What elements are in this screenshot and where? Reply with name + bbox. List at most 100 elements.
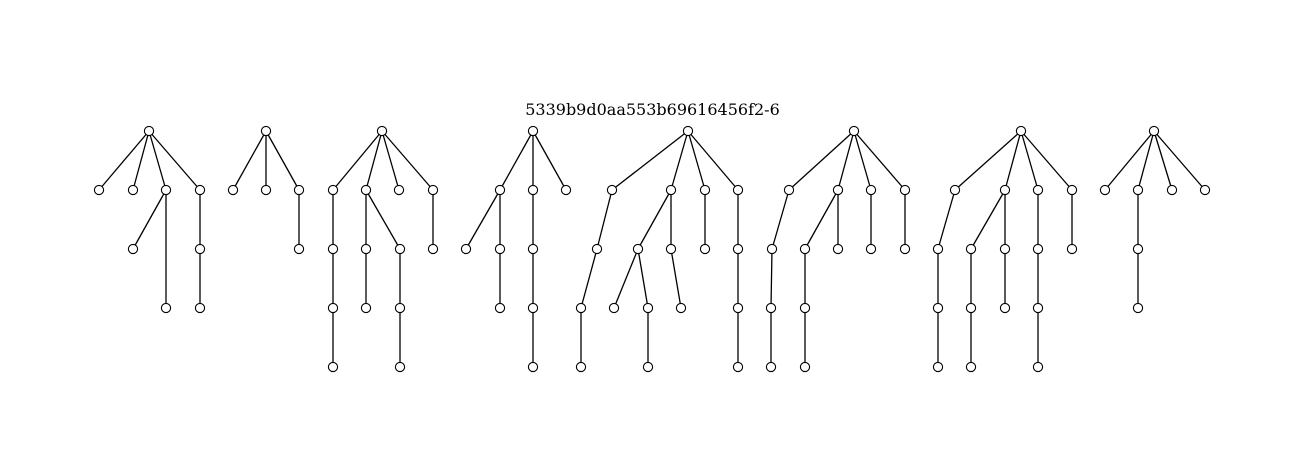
tree-3-node-d1 bbox=[427, 243, 439, 255]
tree-5-node-c bbox=[699, 184, 711, 196]
tree-3-node-a3 bbox=[327, 361, 339, 373]
tree-5-node-a3 bbox=[575, 361, 587, 373]
nodes-layer bbox=[93, 125, 1211, 373]
tree-5-node-a bbox=[606, 184, 618, 196]
tree-2-edge-r-c bbox=[265, 130, 300, 191]
tree-2-node-b bbox=[260, 184, 272, 196]
tree-8-edge-r-c bbox=[1153, 130, 1173, 191]
tree-8-node-c bbox=[1166, 184, 1178, 196]
tree-3-node-b4 bbox=[394, 302, 406, 314]
tree-6-node-b2 bbox=[799, 302, 811, 314]
tree-7-node-b5 bbox=[999, 302, 1011, 314]
tree-6-node-a3 bbox=[765, 361, 777, 373]
tree-7-edge-r-b bbox=[1004, 130, 1022, 191]
tree-8-edge-r-b bbox=[1137, 130, 1155, 191]
tree-3-edge-r-d bbox=[381, 130, 434, 191]
tree-5-node-b5 bbox=[665, 243, 677, 255]
tree-3-root-node bbox=[376, 125, 388, 137]
tree-5-edge-r-a bbox=[611, 130, 689, 191]
tree-7-node-c bbox=[1032, 184, 1044, 196]
tree-5-node-b3 bbox=[642, 302, 654, 314]
tree-6-node-d1 bbox=[899, 243, 911, 255]
tree-3-edge-r-c bbox=[381, 130, 400, 191]
tree-3-node-b bbox=[360, 184, 372, 196]
tree-1-root-node bbox=[143, 125, 155, 137]
tree-6-edge-r-c bbox=[853, 130, 872, 191]
tree-6-node-c1 bbox=[865, 243, 877, 255]
edges-layer bbox=[98, 130, 1206, 367]
tree-7-edge-r-c bbox=[1020, 130, 1039, 191]
tree-4-node-b3 bbox=[527, 361, 539, 373]
tree-3-edge-r-a bbox=[332, 130, 383, 191]
tree-7-node-b4 bbox=[999, 243, 1011, 255]
tree-4-edge-r-a bbox=[499, 130, 534, 191]
tree-5-node-b1 bbox=[632, 243, 644, 255]
tree-6-node-a1 bbox=[766, 243, 778, 255]
tree-2-node-a bbox=[227, 184, 239, 196]
tree-8-edge-r-a bbox=[1104, 130, 1155, 191]
tree-4-node-a bbox=[494, 184, 506, 196]
tree-4-node-a2 bbox=[494, 243, 506, 255]
tree-7-node-a bbox=[949, 184, 961, 196]
tree-4-node-b bbox=[527, 184, 539, 196]
tree-5-edge-r-c bbox=[687, 130, 706, 191]
tree-3-node-b2 bbox=[360, 302, 372, 314]
tree-1-node-d1 bbox=[194, 243, 206, 255]
tree-5-node-b bbox=[665, 184, 677, 196]
tree-3-node-b3 bbox=[394, 243, 406, 255]
tree-4-node-a3 bbox=[494, 302, 506, 314]
tree-8-edge-r-d bbox=[1153, 130, 1206, 191]
tree-8-node-b2 bbox=[1132, 302, 1144, 314]
tree-5-node-a2 bbox=[575, 302, 587, 314]
tree-6-edge-b-b1 bbox=[804, 189, 839, 250]
tree-6-node-b4 bbox=[832, 243, 844, 255]
tree-5-node-d bbox=[732, 184, 744, 196]
tree-7-node-c2 bbox=[1032, 302, 1044, 314]
tree-1-edge-r-c bbox=[148, 130, 167, 191]
tree-1-node-a bbox=[93, 184, 105, 196]
tree-6-node-b bbox=[832, 184, 844, 196]
tree-7-edge-a-a1 bbox=[937, 189, 956, 250]
tree-6-edge-a-a1 bbox=[771, 189, 790, 250]
tree-7-node-c1 bbox=[1032, 243, 1044, 255]
tree-5-edge-a1-a2 bbox=[580, 248, 598, 309]
tree-6-node-a bbox=[783, 184, 795, 196]
tree-5-edge-r-d bbox=[687, 130, 739, 191]
tree-6-node-d bbox=[899, 184, 911, 196]
tree-6-node-c bbox=[865, 184, 877, 196]
tree-5-edge-b5-b6 bbox=[670, 248, 682, 309]
tree-5-node-d2 bbox=[732, 302, 744, 314]
tree-5-edge-r-b bbox=[670, 130, 689, 191]
tree-1-edge-r-a bbox=[98, 130, 150, 191]
tree-3-node-c bbox=[393, 184, 405, 196]
tree-7-node-b bbox=[999, 184, 1011, 196]
tree-1-node-d2 bbox=[194, 302, 206, 314]
tree-7-root-node bbox=[1015, 125, 1027, 137]
tree-1-edge-c-c1 bbox=[132, 189, 167, 250]
tree-8-node-a bbox=[1099, 184, 1111, 196]
tree-4-edge-a-a1 bbox=[465, 189, 501, 250]
tree-7-node-b2 bbox=[965, 302, 977, 314]
tree-2-edge-r-a bbox=[232, 130, 267, 191]
tree-7-edge-b-b1 bbox=[970, 189, 1006, 250]
tree-5-node-d3 bbox=[732, 361, 744, 373]
tree-4-node-b2 bbox=[527, 302, 539, 314]
tree-2-node-c bbox=[293, 184, 305, 196]
tree-4-node-c bbox=[560, 184, 572, 196]
tree-4-root-node bbox=[527, 125, 539, 137]
tree-6-node-a2 bbox=[765, 302, 777, 314]
tree-5-node-a1 bbox=[591, 243, 603, 255]
tree-7-node-a3 bbox=[932, 361, 944, 373]
tree-2-root-node bbox=[260, 125, 272, 137]
tree-7-node-a2 bbox=[932, 302, 944, 314]
tree-3-node-a bbox=[327, 184, 339, 196]
tree-4-node-b1 bbox=[527, 243, 539, 255]
tree-7-edge-r-d bbox=[1020, 130, 1073, 191]
tree-8-node-d bbox=[1199, 184, 1211, 196]
tree-8-node-b bbox=[1132, 184, 1144, 196]
tree-7-edge-r-a bbox=[954, 130, 1022, 191]
tree-7-node-b1 bbox=[965, 243, 977, 255]
tree-5-edge-b1-b3 bbox=[637, 248, 649, 309]
